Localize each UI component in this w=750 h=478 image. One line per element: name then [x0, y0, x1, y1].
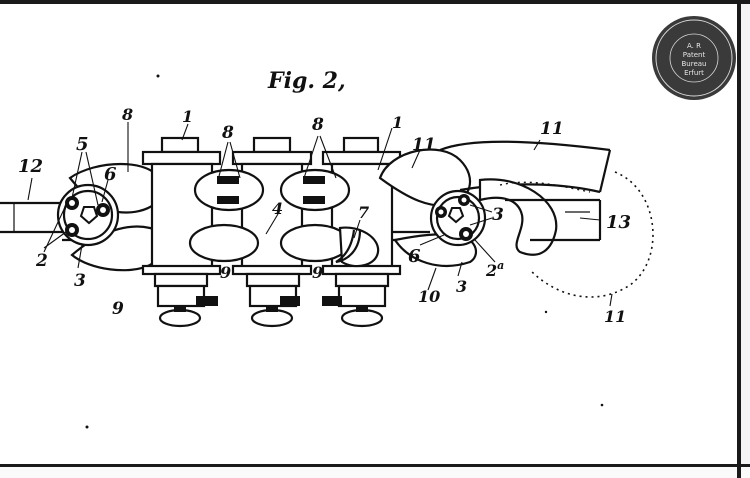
label-2a: 2a: [485, 259, 504, 280]
left-shaft: [0, 201, 70, 234]
hook: [335, 229, 362, 264]
right-pulley: [429, 189, 487, 247]
frame-border-bottom: [0, 464, 750, 467]
label-8-right: 8: [311, 115, 324, 135]
label-9-left: 9: [112, 299, 124, 319]
label-7: 7: [358, 203, 369, 222]
frame-border-top: [0, 0, 750, 4]
label-9-middle: 9: [220, 263, 231, 282]
label-6-right: 6: [408, 246, 421, 267]
left-pulley: [56, 183, 120, 247]
label-8-left: 8: [121, 105, 133, 124]
svg-text:Erfurt: Erfurt: [684, 69, 704, 77]
swing-path: [499, 171, 654, 298]
right-elbow-link: [378, 148, 478, 267]
label-11-bottom: 11: [604, 307, 626, 326]
label-5-left: 5: [76, 134, 89, 155]
scan-specks: [85, 74, 604, 429]
label-10: 10: [418, 287, 440, 306]
label-9-right: 9: [312, 263, 323, 282]
scan-margin-right: [741, 0, 750, 478]
label-2-left: 2: [35, 251, 48, 271]
label-3-lower-right: 3: [456, 277, 467, 296]
lower-links: [188, 223, 380, 268]
figure-title: Fig. 2,: [267, 68, 346, 94]
svg-text:Patent: Patent: [683, 51, 706, 59]
label-8-middle: 8: [221, 123, 234, 143]
label-12: 12: [18, 156, 43, 177]
scan-margin-bottom: [0, 467, 750, 478]
label-11-top: 11: [540, 119, 564, 139]
label-3-left: 3: [74, 271, 86, 291]
svg-text:Bureau: Bureau: [682, 60, 707, 68]
label-3-right: 3: [492, 205, 504, 225]
upper-links: [193, 168, 351, 212]
label-6-left: 6: [104, 164, 117, 185]
frame-border-right: [737, 0, 741, 478]
reference-numerals: 12 5 6 2 3 9 8 1 8 8 1 4 9 9 7 11 11 11 …: [18, 105, 631, 326]
label-1-right: 1: [392, 113, 403, 132]
label-11-left: 11: [412, 135, 436, 155]
svg-text:A. R: A. R: [687, 42, 701, 50]
bottom-clamps: [153, 272, 390, 328]
label-1-left: 1: [182, 107, 193, 126]
label-13: 13: [606, 212, 631, 233]
curved-arm: [478, 178, 558, 256]
leader-lines: [27, 122, 613, 307]
patent-office-stamp: A. R Patent Bureau Erfurt: [652, 16, 736, 100]
label-4: 4: [272, 199, 283, 218]
